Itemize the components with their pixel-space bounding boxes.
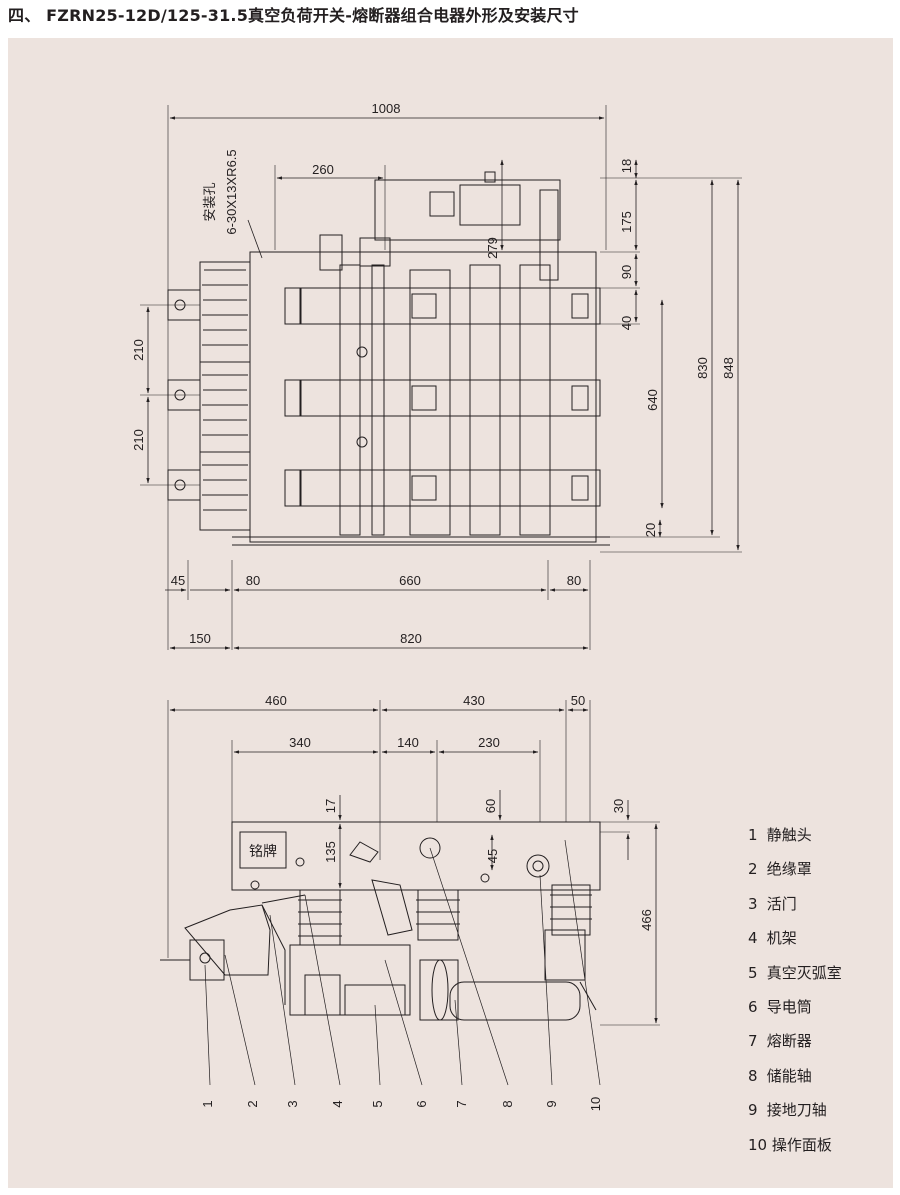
legend-label: 真空灭弧室: [766, 963, 842, 982]
legend-item: 1 静触头: [748, 818, 893, 852]
dim-210-bottom: 210: [131, 429, 146, 451]
mounting-hole-label: 安装孔: [203, 182, 218, 221]
nameplate-label: 铭牌: [249, 843, 277, 860]
legend-number: 4: [748, 929, 758, 948]
legend-label: 活门: [766, 894, 797, 913]
callout-1: 1: [200, 1100, 215, 1107]
dim-466: 466: [639, 909, 654, 931]
dim-640: 640: [645, 389, 660, 411]
legend-item: 2 绝缘罩: [748, 852, 893, 886]
callout-numbers: 1 2 3 4 5 6 7 8 9 10: [200, 1097, 603, 1111]
dim-90: 90: [619, 265, 634, 279]
mounting-hole-spec: 6-30X13XR6.5: [224, 149, 239, 234]
dim-279: 279: [485, 237, 500, 259]
front-view: [140, 105, 742, 650]
legend-label: 机架: [766, 929, 797, 948]
dim-210-top: 210: [131, 339, 146, 361]
dim-848: 848: [721, 357, 736, 379]
legend-label: 熔断器: [766, 1032, 812, 1051]
front-view-dimensions: [146, 116, 740, 650]
legend-item: 9 接地刀轴: [748, 1093, 893, 1127]
legend-label: 导电筒: [766, 997, 812, 1016]
callout-4: 4: [330, 1100, 345, 1107]
legend-number: 7: [748, 1032, 758, 1051]
dim-340: 340: [289, 735, 311, 750]
legend-label: 储能轴: [766, 1066, 812, 1085]
legend-number: 9: [748, 1101, 758, 1120]
dim-80-left: 80: [246, 573, 260, 588]
dim-135: 135: [323, 841, 338, 863]
dim-80-right: 80: [567, 573, 581, 588]
dim-660: 660: [399, 573, 421, 588]
legend-label: 操作面板: [771, 1135, 832, 1154]
side-view-labels: 460 430 50 340 140 230 17 60 30 135 45 4…: [249, 693, 654, 931]
callout-leaders: [204, 839, 601, 1086]
callout-9: 9: [544, 1100, 559, 1107]
dim-18: 18: [619, 159, 634, 173]
callout-3: 3: [285, 1100, 300, 1107]
dim-830: 830: [695, 357, 710, 379]
dim-45-side: 45: [485, 849, 500, 863]
legend-item: 8 储能轴: [748, 1059, 893, 1093]
dim-50: 50: [571, 693, 585, 708]
callout-5: 5: [370, 1100, 385, 1107]
legend-number: 2: [748, 860, 758, 879]
insulator-phase-a: [167, 261, 251, 363]
dim-140: 140: [397, 735, 419, 750]
legend-number: 6: [748, 997, 758, 1016]
dim-45: 45: [171, 573, 185, 588]
legend-number: 10: [748, 1135, 768, 1154]
callout-2: 2: [245, 1100, 260, 1107]
legend-item: 3 活门: [748, 887, 893, 921]
dim-230: 230: [478, 735, 500, 750]
dim-820: 820: [400, 631, 422, 646]
dim-1008: 1008: [372, 101, 401, 116]
callout-10: 10: [588, 1097, 603, 1111]
legend-number: 1: [748, 826, 758, 844]
legend-item: 7 熔断器: [748, 1024, 893, 1058]
legend-number: 8: [748, 1066, 758, 1085]
dim-60: 60: [483, 799, 498, 813]
legend-item: 5 真空灭弧室: [748, 956, 893, 990]
dim-260: 260: [312, 162, 334, 177]
dim-20: 20: [643, 523, 658, 537]
insulator-phase-c: [167, 451, 251, 531]
insulator-phase-b: [167, 361, 251, 453]
legend-label: 接地刀轴: [766, 1101, 827, 1120]
callout-8: 8: [500, 1100, 515, 1107]
dim-460: 460: [265, 693, 287, 708]
dim-30: 30: [611, 799, 626, 813]
legend-number: 3: [748, 894, 758, 913]
dim-40: 40: [619, 316, 634, 330]
front-view-labels: 1008 260 279 18 175 90 40 640 830 848 20…: [131, 101, 736, 646]
dim-17: 17: [323, 799, 338, 813]
dim-430: 430: [463, 693, 485, 708]
legend-item: 4 机架: [748, 921, 893, 955]
side-view-dimensions: [169, 708, 658, 1024]
callout-6: 6: [414, 1100, 429, 1107]
legend-number: 5: [748, 963, 758, 982]
legend-label: 绝缘罩: [766, 860, 812, 879]
dim-150: 150: [189, 631, 211, 646]
legend-item: 10 操作面板: [748, 1128, 893, 1162]
side-view: [160, 700, 660, 1026]
dim-175: 175: [619, 211, 634, 233]
page-title: 四、 FZRN25-12D/125-31.5真空负荷开关-熔断器组合电器外形及安…: [8, 6, 579, 25]
legend-item: 6 导电筒: [748, 990, 893, 1024]
legend-label: 静触头: [766, 826, 812, 844]
callout-7: 7: [454, 1100, 469, 1107]
parts-legend: 1 静触头 2 绝缘罩 3 活门 4 机架 5 真空灭弧室 6 导电筒 7 熔断…: [748, 818, 893, 1162]
